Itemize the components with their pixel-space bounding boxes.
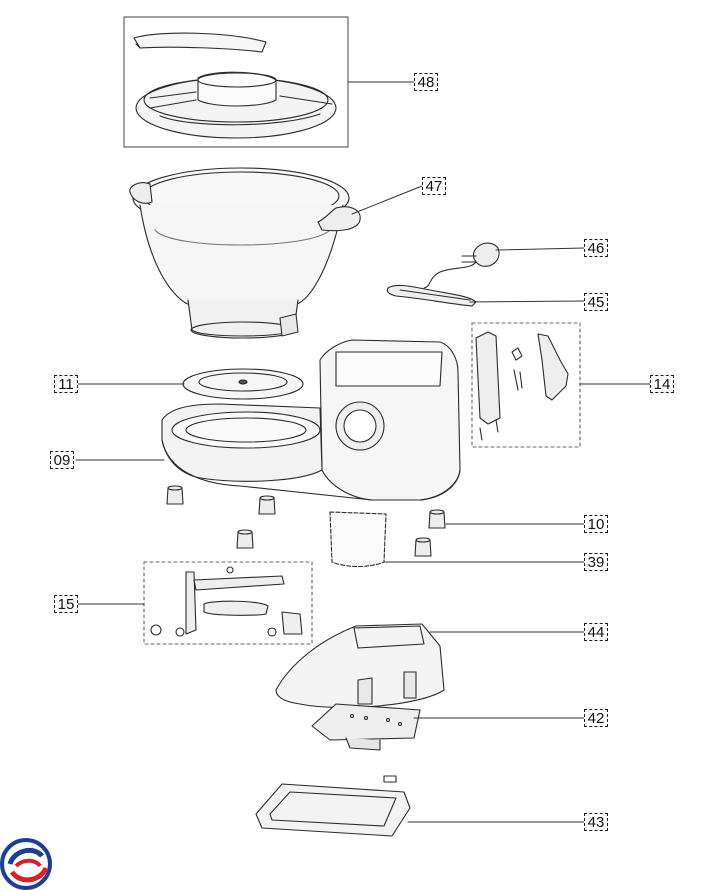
part-number-48: 48: [414, 73, 438, 91]
part-number-45: 45: [584, 293, 608, 311]
part-number-10: 10: [584, 515, 608, 533]
brand-logo-icon: [0, 838, 52, 890]
base-plate: [255, 775, 411, 837]
part-number-42: 42: [584, 709, 608, 727]
part-number-09: 09: [50, 451, 74, 469]
motor-mount-assembly: [143, 561, 313, 645]
cord-clamp: [386, 284, 477, 307]
part-number-14: 14: [650, 375, 674, 393]
part-number-46: 46: [584, 239, 608, 257]
lid-assembly: [123, 16, 349, 148]
leader-lines: [75, 81, 651, 823]
bracket: [329, 511, 387, 568]
switch-assembly: [471, 322, 581, 448]
part-number-44: 44: [584, 623, 608, 641]
part-number-11: 11: [54, 375, 78, 393]
heating-plate: [182, 368, 304, 400]
part-number-15: 15: [54, 595, 78, 613]
circuit-board: [311, 703, 421, 751]
power-cord: [423, 242, 500, 289]
rubber-feet: [166, 485, 446, 557]
housing-base: [161, 339, 461, 501]
mixing-bowl: [129, 167, 361, 339]
part-number-43: 43: [584, 813, 608, 831]
part-number-47: 47: [422, 177, 446, 195]
part-number-39: 39: [584, 553, 608, 571]
bottom-cover: [275, 623, 445, 709]
